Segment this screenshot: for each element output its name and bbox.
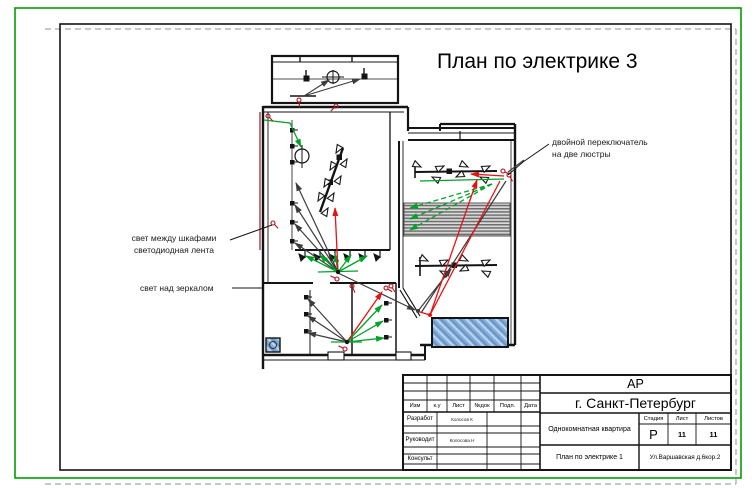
leader-lines: [229, 143, 550, 289]
titleblock-sheets-value: 11: [709, 430, 718, 439]
titleblock-sheet-label: Лист: [675, 415, 689, 422]
annotation-cabinet-light-line2: светодиодная лента: [134, 245, 214, 255]
titleblock-city: г. Санкт-Петербург: [575, 395, 696, 411]
role-name-consultant: [437, 454, 487, 464]
rev-header-data: Дата: [524, 403, 537, 409]
role-label-supervisor: Руководит: [405, 437, 435, 443]
paper-edge: [14, 7, 742, 479]
wiring-gray: [294, 159, 525, 343]
role-label-consultant: Консульт: [407, 456, 433, 462]
annotation-cabinet-light: свет между шкафами светодиодная лента: [118, 232, 230, 256]
wardrobe: [403, 202, 511, 237]
rev-header-list: Лист: [452, 403, 465, 409]
wiring-green: [263, 119, 505, 343]
rev-header-ndok: №док: [474, 403, 490, 409]
rev-header-podp: Подп.: [499, 403, 516, 409]
role-label-developer: Разработ: [407, 416, 433, 422]
print-margin: [45, 28, 737, 485]
title-block-ruling: [402, 374, 732, 471]
titleblock-sheet-value: 11: [678, 430, 686, 439]
titleblock-address: Ул.Варшавская д.6кор.2: [649, 454, 721, 461]
annotation-mirror-light: свет над зеркалом: [140, 283, 214, 293]
drawing-title: План по электрике 3: [437, 50, 638, 73]
titleblock-code: АР: [627, 377, 644, 391]
bed: [431, 317, 509, 348]
titleblock-drawing-name: План по электрике 1: [556, 454, 623, 461]
role-name-supervisor: Колосова Н: [449, 437, 475, 443]
annotation-cabinet-light-line1: свет между шкафами: [131, 233, 217, 243]
titleblock-sheets-label: Листов: [704, 415, 723, 422]
junction-hubs: [335, 269, 432, 345]
titleblock-stage-label: Стадия: [643, 415, 664, 422]
annotation-double-switch-line2: на две люстры: [552, 149, 611, 159]
rev-header-ku: к.у: [433, 403, 441, 409]
washing-machine: [265, 337, 281, 353]
annotation-double-switch: двойной переключатель на две люстры: [552, 136, 687, 160]
rev-header-izm: Изм: [409, 403, 421, 409]
titleblock-project: Однокомнатная квартира: [548, 425, 631, 433]
balcony-lights: [290, 68, 368, 97]
walls: [261, 54, 517, 369]
drawing-frame: [59, 23, 732, 471]
role-name-developer: Колосов К: [451, 416, 473, 422]
annotation-double-switch-line1: двойной переключатель: [552, 137, 648, 147]
titleblock-stage-value: Р: [649, 427, 658, 442]
